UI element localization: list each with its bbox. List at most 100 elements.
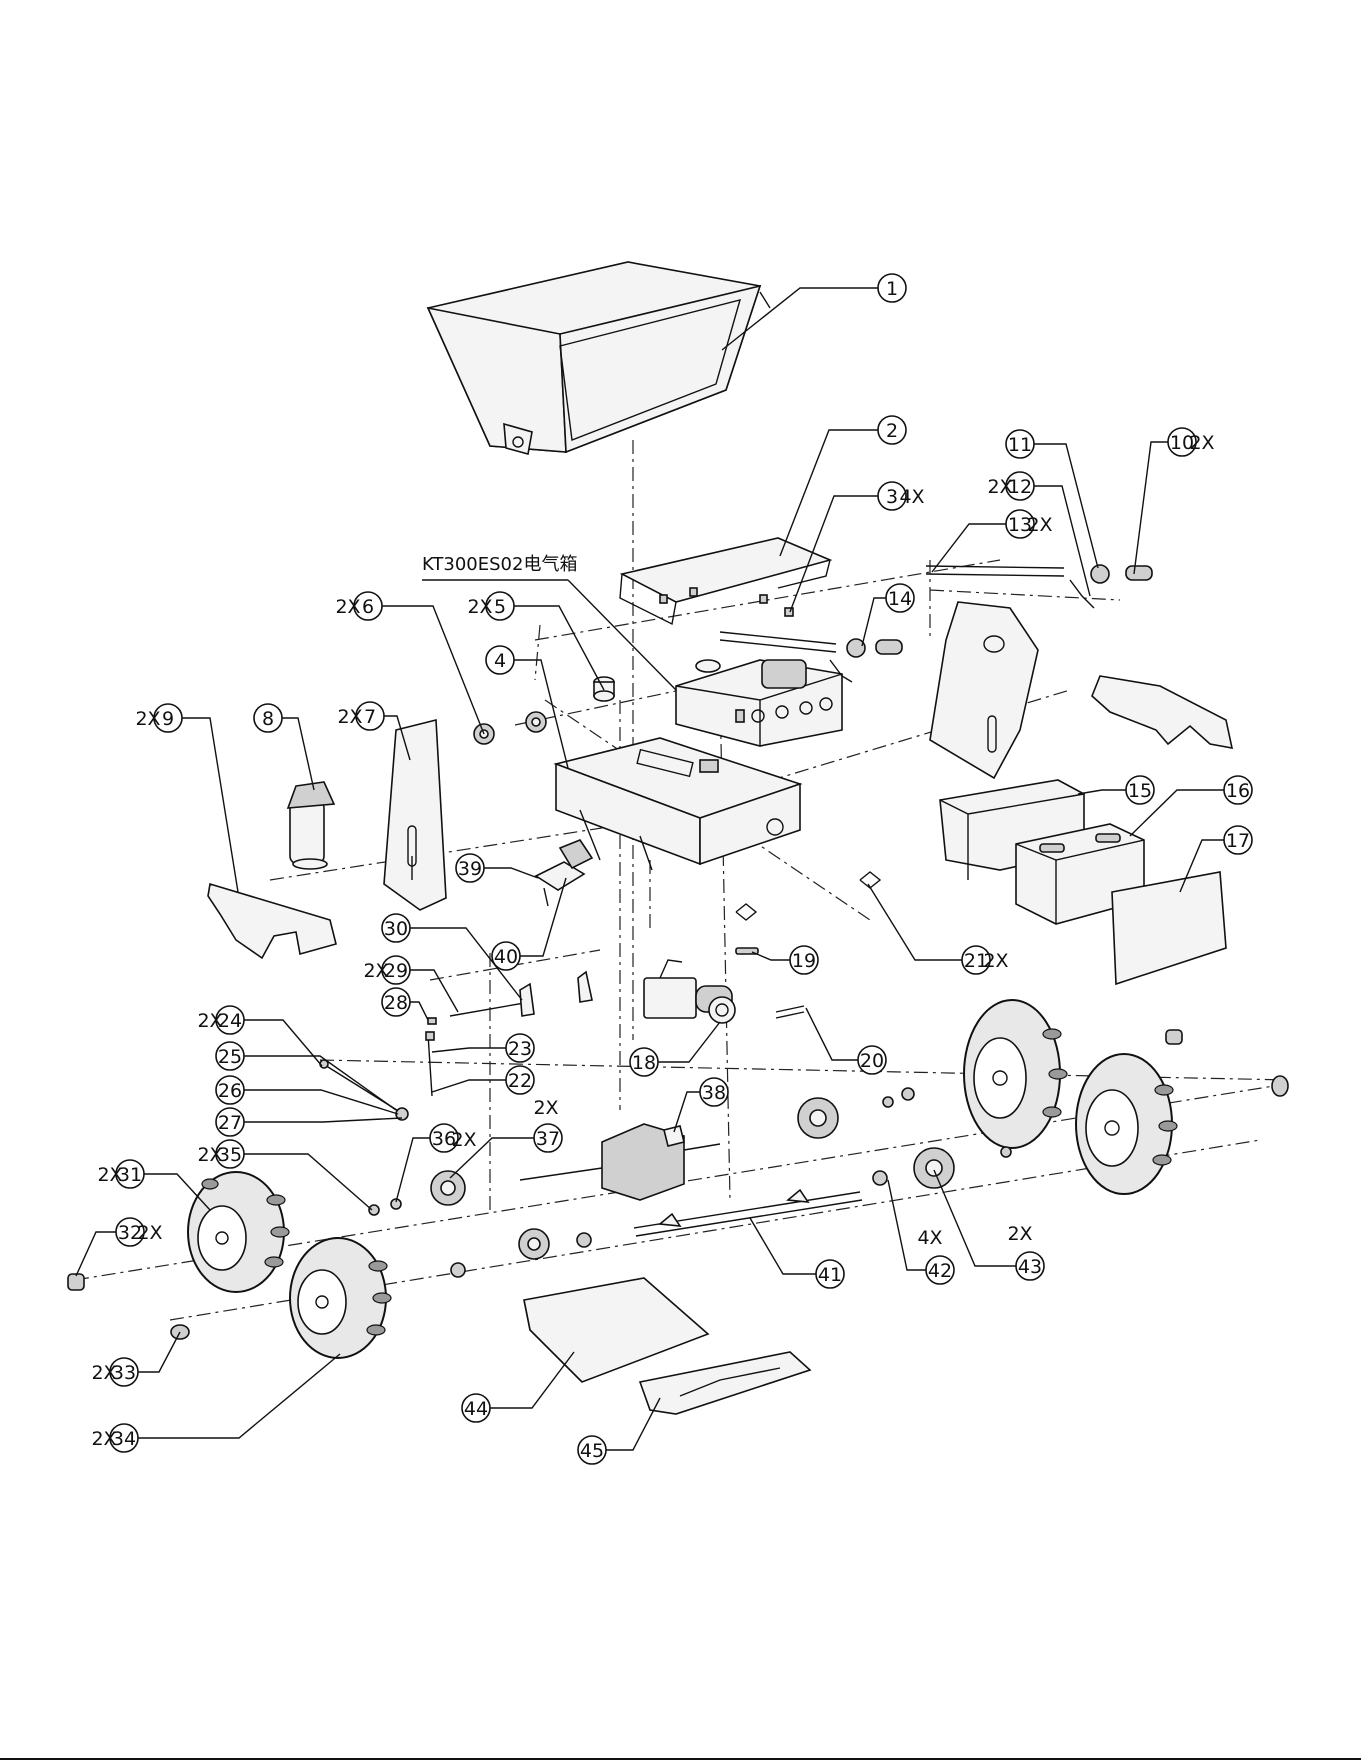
right-wheels [964,1000,1288,1194]
leader-line-24 [244,1020,322,1066]
callout-5: 52X [467,592,604,690]
leader-line-11 [1034,444,1098,568]
electrical-box-label: KT300ES02电气箱 [422,554,577,575]
callout-number: 6 [362,596,374,618]
callout-number: 42 [928,1260,952,1282]
callout-quantity: 2X [135,708,160,730]
foot-board [640,1352,810,1414]
leader-line-32 [76,1232,116,1276]
callout-10: 102X [1134,428,1215,574]
callout-number: 22 [508,1070,532,1092]
callout-number: 1 [886,278,898,300]
callout-number: 14 [888,588,912,610]
callout-quantity: 2X [337,706,362,728]
pump-motor [644,960,735,1023]
callout-quantity: 2X [1027,514,1052,536]
callout-25: 25 [216,1042,396,1110]
callout-number: 23 [508,1038,532,1060]
leader-line-14 [862,598,886,646]
pedal [536,840,592,906]
callout-27: 27 [216,1108,402,1136]
callout-number: 17 [1226,830,1250,852]
callout-quantity: 2X [987,476,1012,498]
callout-quantity: 2X [1007,1223,1032,1245]
callout-23: 23 [432,1034,534,1062]
callout-number: 44 [464,1398,488,1420]
callout-quantity: 2X [533,1097,558,1119]
callout-quantity: 2X [91,1362,116,1384]
leader-line-10 [1134,442,1168,574]
callout-number: 16 [1226,780,1250,802]
leader-line-21 [868,884,962,960]
leader-line-27 [244,1118,402,1122]
hopper [428,262,770,454]
callout-number: 26 [218,1080,242,1102]
callout-9: 92X [135,704,238,892]
leader-line-36 [396,1138,430,1202]
callout-28: 28 [382,988,428,1020]
callout-quantity: 4X [899,486,924,508]
callout-number: 8 [262,708,274,730]
battery-side-plate [1112,872,1226,984]
left-wheels [68,1172,391,1358]
leader-line-20 [806,1008,858,1060]
callout-quantity: 2X [97,1164,122,1186]
callout-number: 19 [792,950,816,972]
callout-number: 41 [818,1264,842,1286]
callout-quantity: 2X [451,1129,476,1151]
callout-number: 15 [1128,780,1152,802]
callout-39: 39 [456,854,538,882]
leader-line-5 [514,606,604,690]
callout-14: 14 [862,584,914,646]
callout-40: 40 [492,878,566,970]
leader-line-28 [410,1002,428,1020]
callout-number: 11 [1008,434,1032,456]
callout-quantity: 2X [1189,432,1214,454]
callout-quantity: 2X [467,596,492,618]
callout-19: 19 [752,946,818,974]
callout-number: 30 [384,918,408,940]
callout-number: 40 [494,946,518,968]
leader-line-9 [182,718,238,892]
leader-line-8 [282,718,314,790]
callout-32: 322X [76,1218,163,1276]
caster-wheels [474,712,546,744]
leader-line-34 [138,1354,340,1438]
callout-number: 45 [580,1440,604,1462]
callout-number: 43 [1018,1256,1042,1278]
callout-20: 20 [806,1008,886,1074]
leader-line-42 [888,1180,926,1270]
leader-line-22 [432,1080,506,1092]
callout-number: 28 [384,992,408,1014]
callout-number: 9 [162,708,174,730]
callout-8: 8 [254,704,314,790]
callout-quantity: 2X [91,1428,116,1450]
leader-line-2 [780,430,878,556]
callout-44: 44 [462,1352,574,1422]
leader-line-39 [484,868,538,878]
callout-41: 41 [750,1218,844,1288]
callout-quantity: 2X [335,596,360,618]
callout-quantity: 2X [197,1144,222,1166]
callout-number: 37 [536,1128,560,1150]
callout-38: 38 [674,1078,728,1132]
callout-number: 27 [218,1112,242,1134]
callout-quantity: 2X [197,1010,222,1032]
callout-quantity: 2X [137,1222,162,1244]
leader-line-33 [138,1332,180,1372]
callout-quantity: 4X [917,1227,942,1249]
leader-line-41 [750,1218,816,1274]
callout-number: 38 [702,1082,726,1104]
leader-line-18 [658,1022,720,1062]
rear-axle [634,1190,862,1236]
main-chassis-frame [556,738,800,870]
callout-22: 222X [432,1066,559,1119]
electrical-box [676,660,842,746]
callout-26: 26 [216,1076,398,1114]
callout-number: 39 [458,858,482,880]
top-cover-plate [620,538,830,624]
